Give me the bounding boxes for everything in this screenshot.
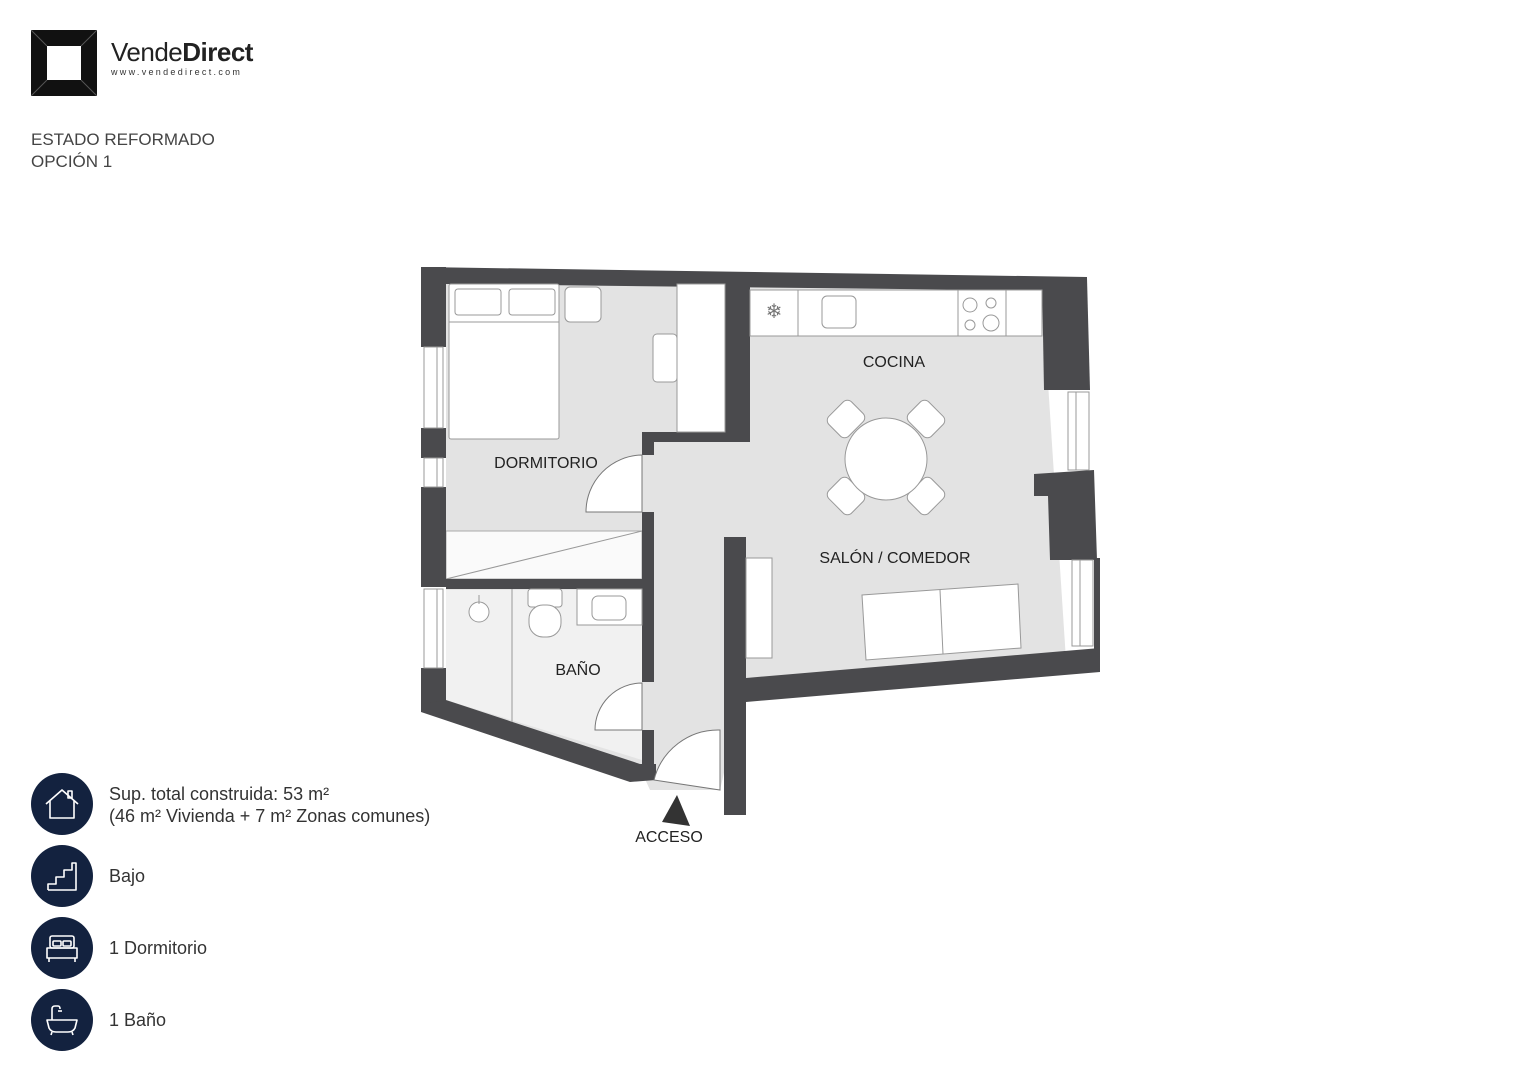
feature-floor: Bajo [31,845,591,907]
feature-bedrooms: 1 Dormitorio [31,917,591,979]
feature-bathrooms-text: 1 Baño [109,1010,167,1030]
vendedirect-logo: VendeDirect www.vendedirect.com [31,30,253,96]
room-label-bano: BAÑO [555,659,600,679]
bathroom-fixtures [468,588,643,722]
bed [448,283,560,440]
feature-bedrooms-text: 1 Dormitorio [109,938,208,958]
brand-text: VendeDirect www.vendedirect.com [111,38,253,77]
house-icon [31,773,93,835]
room-label-acceso: ACCESO [635,829,703,846]
window-lines [436,347,1081,668]
plan-state: ESTADO REFORMADO [31,130,215,149]
plan-option: OPCIÓN 1 [31,152,113,171]
windows [423,346,1094,669]
wardrobe [676,283,726,433]
dining-table [826,399,946,516]
sofa [861,583,1022,661]
bathtub-icon [31,989,93,1051]
feature-surface: Sup. total construida: 53 m² (46 m² Vivi… [31,773,591,835]
fridge-snowflake-icon: ❄ [766,299,783,323]
brand-name-regular: Vende [111,37,183,67]
bathroom-floor [446,590,642,760]
room-label-dormitorio: DORMITORIO [494,455,598,472]
feature-bathrooms: 1 Baño [31,989,591,1051]
feature-surface-text: Sup. total construida: 53 m² (46 m² Vivi… [109,783,430,827]
brand-url: www.vendedirect.com [111,67,243,77]
nightstand [564,286,602,323]
tv-unit [745,557,773,659]
kitchen-counter [749,289,1043,337]
doors [585,454,721,791]
access-arrow-icon [662,795,690,826]
chair-bedroom [652,333,678,383]
plan-state-header: ESTADO REFORMADO OPCIÓN 1 [31,129,215,173]
feature-surface-line1: Sup. total construida: 53 m² [109,784,330,804]
feature-floor-text: Bajo [109,866,146,886]
brand-name: VendeDirect [111,38,253,66]
room-label-cocina: COCINA [863,354,926,371]
bed-icon [31,917,93,979]
stairs-icon [31,845,93,907]
brand-name-bold: Direct [182,37,253,67]
room-label-salon: SALÓN / COMEDOR [819,548,970,567]
closet [445,530,643,580]
feature-surface-line2: (46 m² Vivienda + 7 m² Zonas comunes) [109,806,431,826]
logo-mark-icon [31,30,97,96]
walls [421,267,1100,815]
